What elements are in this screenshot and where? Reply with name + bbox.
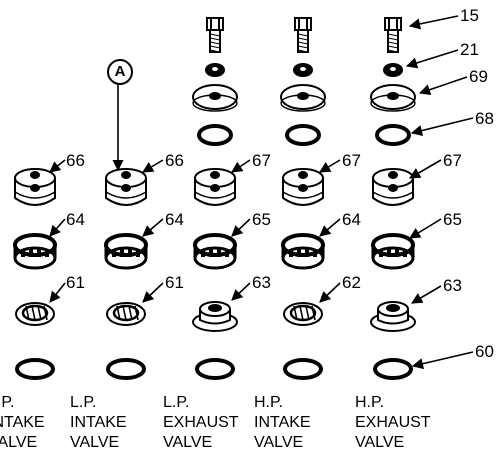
valve-cage-col4	[281, 233, 325, 270]
bolt-assembly-col3	[192, 17, 238, 146]
leader-arrow-13	[409, 218, 442, 239]
leader-arrow-6	[231, 159, 251, 173]
valve-cover-col3	[194, 168, 236, 206]
leader-arrow-14	[49, 282, 66, 303]
part-number-67-col4: 67	[342, 151, 361, 170]
leader-arrow-15	[142, 282, 164, 303]
leader-arrow-1	[405, 49, 459, 69]
part-number-61-col2: 61	[165, 273, 184, 292]
bottom-seal-ring-col2	[106, 358, 146, 380]
part-number-61-col1: 61	[66, 273, 85, 292]
leader-arrow-7	[319, 159, 341, 173]
valve-plate-col3	[192, 301, 238, 332]
part-number-64-col1: 64	[66, 210, 85, 229]
valve-plate-col4	[283, 302, 323, 326]
leader-arrow-4	[49, 159, 66, 173]
part-number-67-col3: 67	[252, 151, 271, 170]
part-number-21: 21	[460, 40, 479, 59]
valve-cover-col5	[372, 168, 414, 206]
leader-arrow-2	[418, 76, 468, 96]
part-number-65-col5: 65	[443, 210, 462, 229]
part-number-62-col4: 62	[342, 273, 361, 292]
leader-arrow-18	[411, 285, 442, 304]
leader-arrow-11	[231, 218, 251, 237]
part-number-69: 69	[469, 67, 488, 86]
bottom-seal-ring-col1	[15, 358, 55, 380]
leader-arrow-9	[49, 218, 66, 237]
part-number-63-col5: 63	[443, 276, 462, 295]
part-number-65-col3: 65	[252, 210, 271, 229]
bottom-seal-ring-col3	[195, 358, 235, 380]
leader-arrow-8	[409, 159, 442, 179]
leader-arrow-19	[411, 351, 474, 370]
column-label-5: H.P. EXHAUST VALVE	[355, 394, 431, 451]
leader-arrow-12	[319, 218, 341, 237]
valve-plate-col5	[370, 301, 416, 332]
valve-cage-col2	[104, 233, 148, 270]
callout-a-label: A	[107, 59, 133, 85]
column-label-2: L.P. INTAKE VALVE	[70, 394, 127, 451]
leader-arrow-10	[142, 218, 164, 237]
valve-plate-col2	[106, 302, 146, 326]
bolt-assembly-col4	[280, 17, 326, 146]
valve-cover-col2	[105, 168, 147, 206]
valve-plate-col1	[15, 302, 55, 326]
bottom-seal-ring-col5	[373, 358, 413, 380]
leader-arrow-17	[319, 282, 341, 303]
part-number-64-col2: 64	[165, 210, 184, 229]
seal-ring-icon	[197, 124, 233, 146]
leader-arrow-16	[231, 282, 251, 301]
leader-arrow-0	[408, 15, 459, 30]
part-number-64-col4: 64	[342, 210, 361, 229]
leader-arrow-3	[410, 117, 474, 137]
part-number-60: 60	[475, 342, 494, 361]
valve-cage-col3	[193, 233, 237, 270]
part-number-67-col5: 67	[443, 151, 462, 170]
seal-ring-icon	[375, 124, 411, 146]
part-number-15: 15	[460, 6, 479, 25]
part-number-66-col2: 66	[165, 151, 184, 170]
part-number-66-col1: 66	[66, 151, 85, 170]
valve-cage-col5	[371, 233, 415, 270]
seal-ring-icon	[285, 124, 321, 146]
bottom-seal-ring-col4	[283, 358, 323, 380]
column-label-4: H.P. INTAKE VALVE	[254, 394, 311, 451]
valve-cage-col1	[13, 233, 57, 270]
bolt-assembly-col5	[370, 17, 416, 146]
column-label-3: L.P. EXHAUST VALVE	[163, 394, 239, 451]
valve-cover-col1	[14, 168, 56, 206]
part-number-68: 68	[475, 109, 494, 128]
valve-cover-col4	[282, 168, 324, 206]
column-label-1: L.P. INTAKE VALVE	[0, 394, 45, 451]
part-number-63-col3: 63	[252, 273, 271, 292]
leader-arrow-5	[142, 159, 164, 173]
